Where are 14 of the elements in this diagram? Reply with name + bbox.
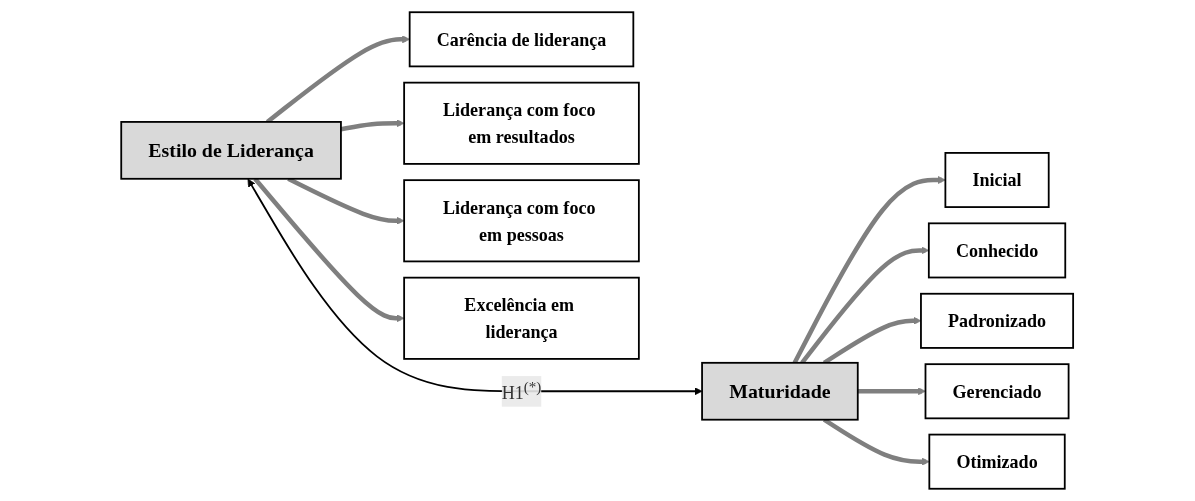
- arrow: [247, 178, 703, 396]
- node-box: Conhecido: [928, 222, 1067, 279]
- edge-label: H1$^{(*)}$: [502, 378, 542, 403]
- node-box: Otimizado: [928, 433, 1066, 490]
- node-box: Excelência em liderança: [403, 276, 641, 360]
- arrow: [253, 177, 405, 323]
- node-box: Gerenciado: [924, 363, 1070, 420]
- node-box: Liderança com foco em resultados: [403, 81, 641, 165]
- node-box: Estilo de Liderança: [120, 121, 343, 180]
- node-box: Liderança com foco em pessoas: [403, 179, 641, 263]
- node-box: Padronizado: [920, 292, 1075, 349]
- node-box: Maturidade: [701, 361, 859, 421]
- node-box: Carência de liderança: [409, 11, 635, 68]
- node-box: Inicial: [944, 152, 1050, 208]
